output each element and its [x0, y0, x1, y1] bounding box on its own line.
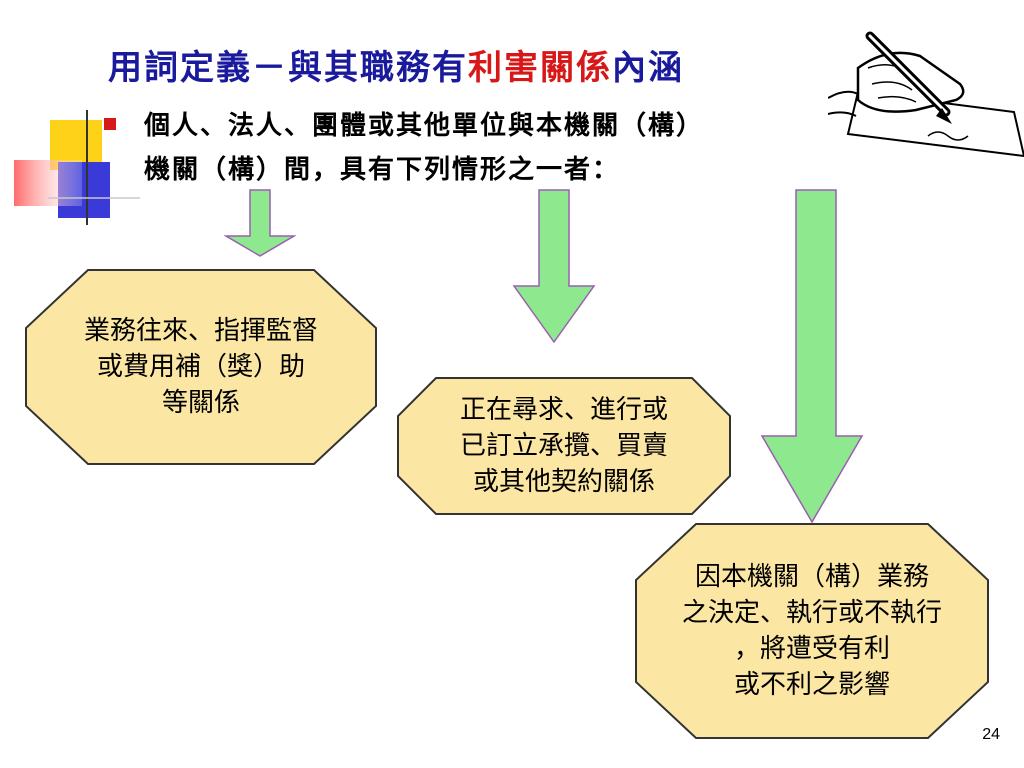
- box-3-shape: [635, 523, 989, 739]
- title-highlight: 利害關係: [468, 48, 612, 88]
- title-plain: 用詞定義－與其職務有: [108, 48, 468, 88]
- arrow-1: [224, 189, 296, 257]
- box-3-line: 因本機關（構）業務: [694, 562, 929, 592]
- box-3-line: 或不利之影響: [733, 670, 890, 700]
- bullet-line-1: 個人、法人、團體或其他單位與本機關（構）: [144, 111, 705, 141]
- box-3-line: ，將遭受有利: [733, 634, 890, 664]
- box-2-line: 或其他契約關係: [472, 467, 655, 497]
- box-1-line: 業務往來、指揮監督: [83, 316, 318, 346]
- box-3-text: 因本機關（構）業務 之決定、執行或不執行 ，將遭受有利 或不利之影響: [634, 522, 990, 740]
- bullet-line-2: 機關（構）間，具有下列情形之一者：: [144, 155, 621, 185]
- box-1-line: 等關係: [161, 388, 240, 418]
- box-2-line: 正在尋求、進行或: [459, 395, 668, 425]
- box-1-text: 業務往來、指揮監督 或費用補（獎）助 等關係: [24, 268, 378, 466]
- box-2-line: 已訂立承攬、買賣: [459, 431, 668, 461]
- page-title: 用詞定義－與其職務有利害關係內涵: [108, 40, 684, 89]
- box-1-line: 或費用補（獎）助: [96, 352, 305, 382]
- bullet-marker: [104, 118, 116, 130]
- box-2-shape: [397, 377, 731, 515]
- box-3-line: 之決定、執行或不執行: [681, 598, 942, 628]
- arrow-2: [512, 189, 596, 344]
- box-2-text: 正在尋求、進行或 已訂立承攬、買賣 或其他契約關係: [396, 376, 732, 516]
- decorative-squares-icon: [14, 110, 140, 225]
- arrow-3: [760, 189, 864, 524]
- bullet-text: 個人、法人、團體或其他單位與本機關（構） 機關（構）間，具有下列情形之一者：: [144, 104, 834, 192]
- writing-hand-icon: [828, 31, 1024, 158]
- page-number: 24: [982, 726, 1000, 743]
- box-1-shape: [25, 269, 377, 465]
- title-tail: 內涵: [612, 48, 684, 88]
